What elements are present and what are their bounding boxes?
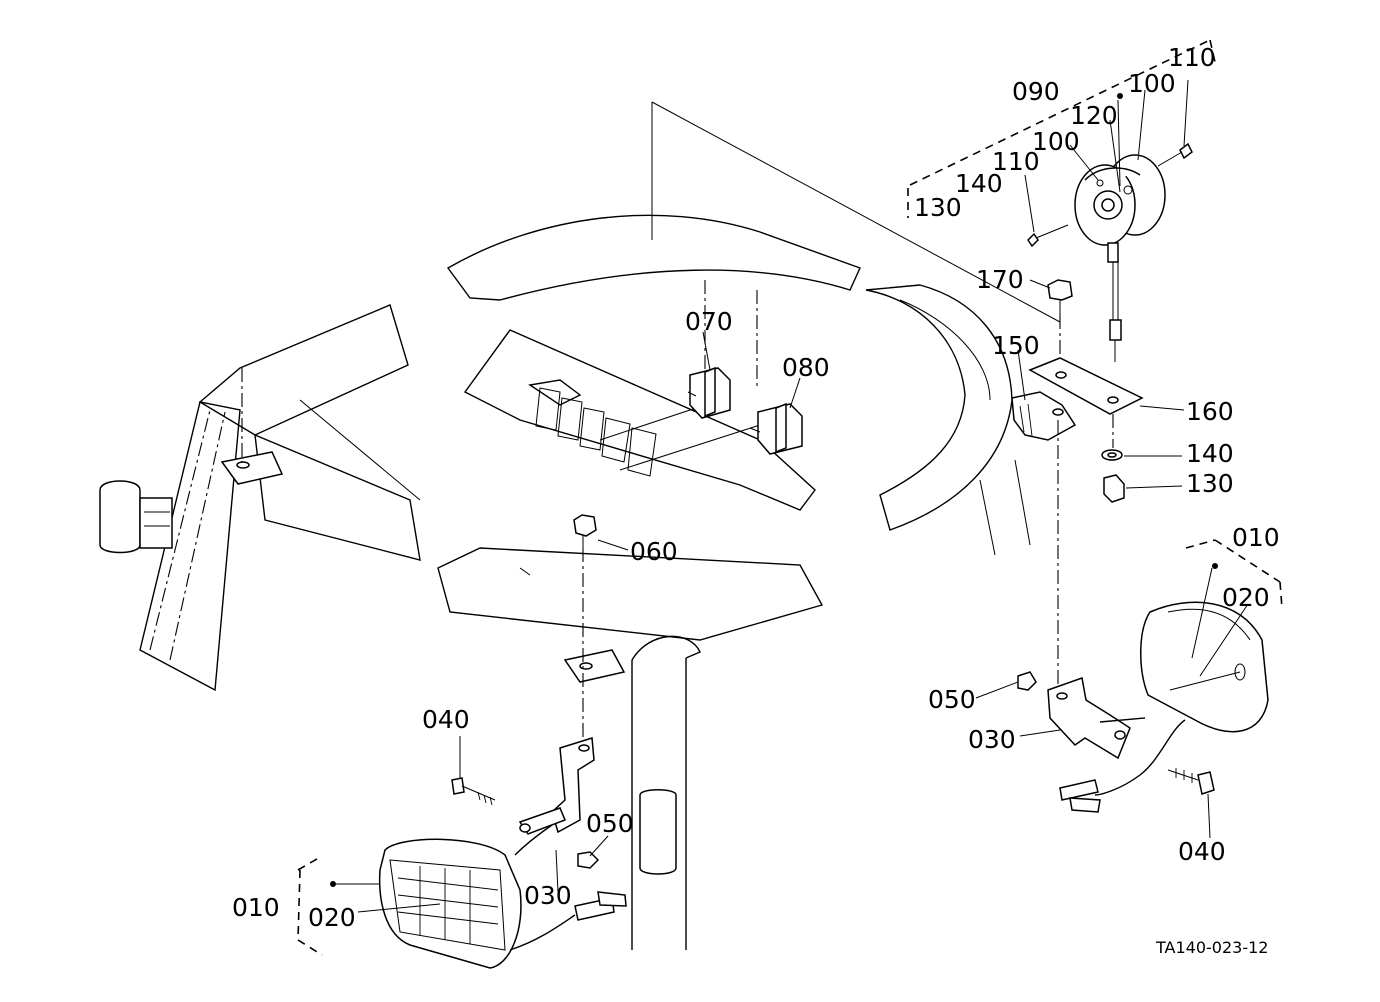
callout-030-right: 030 — [968, 725, 1016, 754]
callout-010-left: 010 — [232, 893, 280, 922]
callout-080: 080 — [782, 353, 830, 382]
leader-lines — [297, 79, 1249, 956]
callout-040-left: 040 — [422, 705, 470, 734]
callout-120: 120 — [1070, 101, 1118, 130]
drawing-code: TA140-023-12 — [1155, 938, 1268, 957]
callout-150: 150 — [992, 331, 1040, 360]
bolt-060 — [573, 514, 597, 745]
callout-090: 090 — [1012, 77, 1060, 106]
callout-020-left: 020 — [308, 903, 356, 932]
callout-030-left: 030 — [524, 881, 572, 910]
callout-100-a: 100 — [1128, 69, 1176, 98]
callout-140-top: 140 — [955, 169, 1003, 198]
callout-050-right: 050 — [928, 685, 976, 714]
callout-160: 160 — [1186, 397, 1234, 426]
callout-020-right: 020 — [1222, 583, 1270, 612]
callout-130-top: 130 — [914, 193, 962, 222]
left-lamp-assembly — [378, 737, 627, 969]
callout-110-b: 110 — [992, 147, 1040, 176]
callout-010-right: 010 — [1232, 523, 1280, 552]
right-mount-parts — [1011, 279, 1144, 690]
callout-060: 060 — [630, 537, 678, 566]
grille — [535, 387, 657, 477]
canopy-frame — [99, 101, 1061, 950]
right-lamp-assembly — [1017, 539, 1283, 813]
callout-040-right: 040 — [1178, 837, 1226, 866]
callout-050-left: 050 — [586, 809, 634, 838]
callout-labels: 090 100 110 120 100 110 140 130 070 080 … — [232, 43, 1280, 957]
callout-170: 170 — [976, 265, 1024, 294]
callout-130: 130 — [1186, 469, 1234, 498]
callout-100-b: 100 — [1032, 127, 1080, 156]
callout-140: 140 — [1186, 439, 1234, 468]
switch-080 — [749, 402, 803, 455]
callout-110-a: 110 — [1168, 43, 1216, 72]
lamp-lens-grid — [397, 866, 499, 944]
callout-070: 070 — [685, 307, 733, 336]
switch-070 — [687, 366, 731, 419]
